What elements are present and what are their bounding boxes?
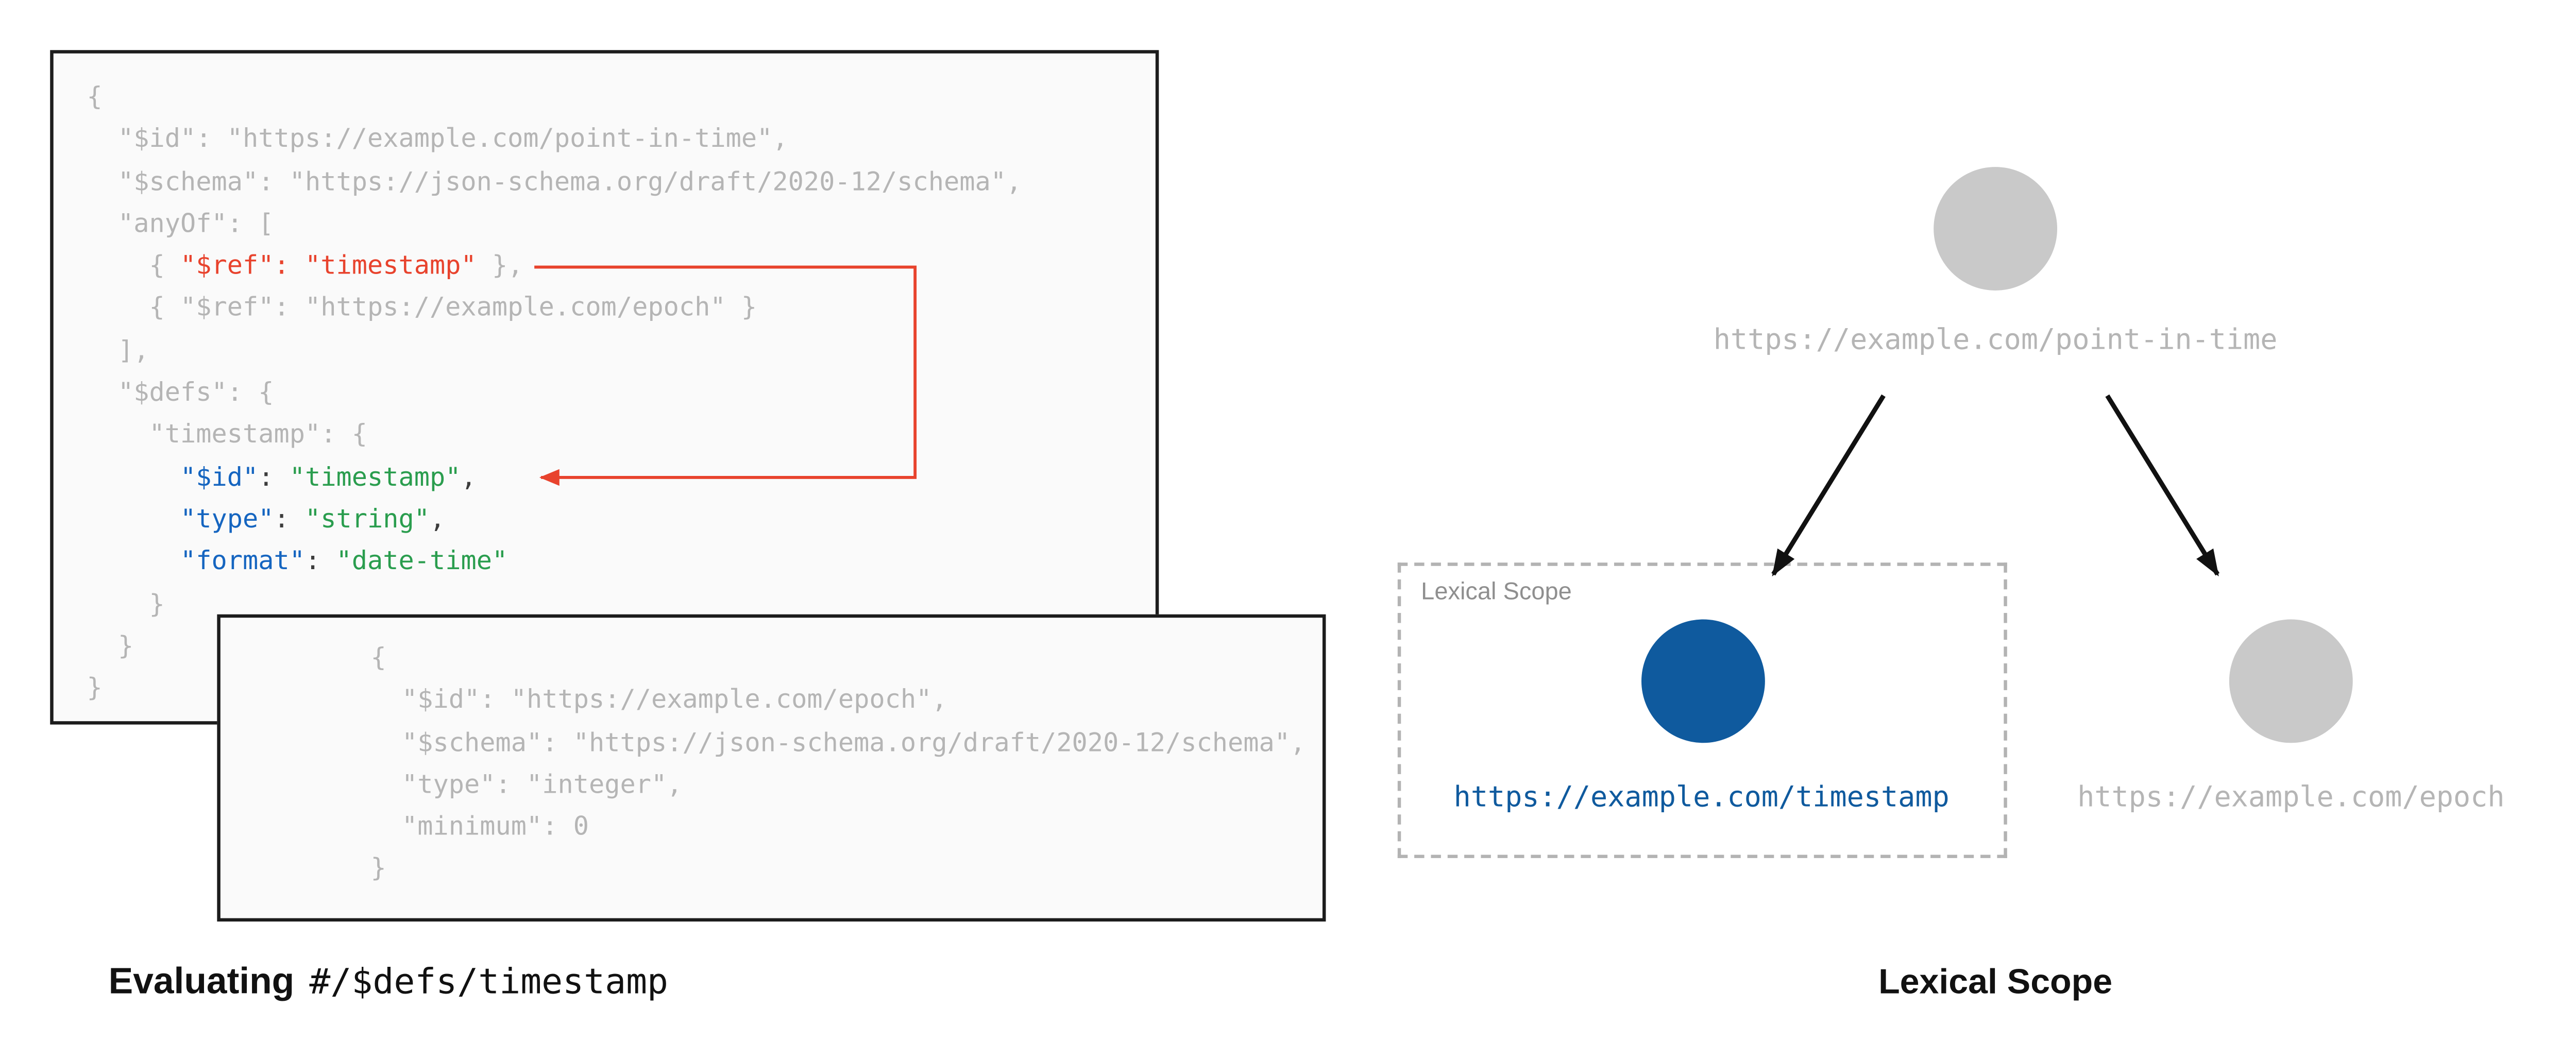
code-line: "$id": "https://example.com/point-in-tim… — [87, 124, 788, 155]
caption-lexical-scope: Lexical Scope — [1878, 963, 2113, 1002]
code-line: { "$ref": "timestamp" }, — [87, 250, 523, 281]
code-line: "$schema": "https://json-schema.org/draf… — [370, 727, 1306, 758]
code-line: "timestamp": { — [87, 419, 367, 450]
code-line: "type": "integer", — [370, 769, 683, 800]
tree-node-timestamp — [1641, 619, 1765, 743]
code-block-epoch: { "$id": "https://example.com/epoch", "$… — [221, 618, 1323, 918]
tree-node-epoch-label: https://example.com/epoch — [2077, 781, 2505, 815]
tree-node-point-in-time — [1934, 167, 2058, 291]
code-line: "$id": "https://example.com/epoch", — [370, 685, 947, 715]
tree-node-epoch — [2229, 619, 2353, 743]
tree-edge-right — [2105, 394, 2220, 577]
code-line: } — [370, 853, 386, 884]
code-line: "minimum": 0 — [370, 811, 589, 842]
code-line: } — [87, 630, 134, 661]
code-line: "type": "string", — [180, 504, 446, 535]
code-line: } — [87, 673, 103, 704]
code-panel-epoch: { "$id": "https://example.com/epoch", "$… — [217, 614, 1326, 922]
code-line: { "$ref": "https://example.com/epoch" } — [87, 293, 757, 323]
code-line: } — [87, 588, 165, 619]
tree-node-point-in-time-label: https://example.com/point-in-time — [1713, 323, 2278, 357]
code-line: "anyOf": [ — [87, 208, 274, 239]
caption-evaluating: Evaluating #/$defs/timestamp — [109, 960, 668, 1003]
code-line: { — [87, 81, 103, 112]
code-line: "format": "date-time" — [180, 546, 508, 577]
code-line: "$schema": "https://json-schema.org/draf… — [87, 166, 1022, 197]
code-panel-point-in-time: { "$id": "https://example.com/point-in-t… — [50, 50, 1159, 725]
lexical-scope-box: Lexical Scope — [1397, 562, 2007, 858]
tree-edge-left — [1771, 394, 1886, 577]
caption-evaluating-pointer: #/$defs/timestamp — [309, 961, 669, 1002]
caption-evaluating-label: Evaluating — [108, 960, 295, 1002]
code-block-point-in-time: { "$id": "https://example.com/point-in-t… — [54, 54, 1156, 721]
code-line: ], — [87, 335, 149, 366]
code-line: "$id": "timestamp", — [180, 462, 477, 492]
lexical-scope-box-label: Lexical Scope — [1421, 579, 1572, 606]
code-line: { — [370, 642, 386, 673]
tree-node-timestamp-label: https://example.com/timestamp — [1453, 781, 1950, 815]
code-line: "$defs": { — [87, 377, 274, 408]
